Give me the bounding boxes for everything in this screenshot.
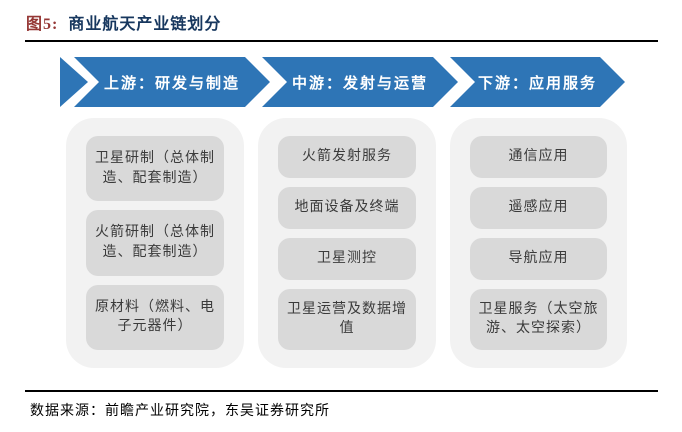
panel-midstream: 火箭发射服务 地面设备及终端 卫星测控 卫星运营及数据增值 (258, 118, 436, 368)
list-item: 导航应用 (470, 237, 607, 280)
list-item: 火箭发射服务 (278, 136, 416, 178)
list-item: 卫星测控 (278, 237, 416, 280)
list-item: 原材料（燃料、电子元器件） (86, 284, 224, 350)
bottom-divider-line (25, 390, 658, 392)
list-item: 火箭研制（总体制造、配套制造） (86, 210, 224, 276)
data-source-note: 数据来源：前瞻产业研究院，东吴证券研究所 (30, 404, 330, 419)
banner-midstream: 中游：发射与运营 (262, 57, 458, 107)
list-item: 地面设备及终端 (278, 186, 416, 229)
banner-upstream: 上游：研发与制造 (74, 57, 270, 107)
panel-upstream: 卫星研制（总体制造、配套制造） 火箭研制（总体制造、配套制造） 原材料（燃料、电… (66, 118, 244, 368)
banner-upstream-label: 上游：研发与制造 (103, 75, 240, 92)
list-item: 遥感应用 (470, 186, 607, 229)
figure-title: 图5: 商业航天产业链划分 (26, 10, 666, 34)
banner-downstream: 下游：应用服务 (450, 57, 625, 107)
list-item: 通信应用 (470, 136, 607, 178)
figure-number-label: 图5: (26, 16, 59, 33)
top-divider-line (25, 40, 658, 42)
list-item: 卫星研制（总体制造、配套制造） (86, 136, 224, 202)
banner-midstream-label: 中游：发射与运营 (291, 75, 428, 92)
banner-downstream-label: 下游：应用服务 (477, 75, 597, 92)
figure-title-text: 商业航天产业链划分 (68, 16, 222, 33)
panel-downstream: 通信应用 遥感应用 导航应用 卫星服务（太空旅游、太空探索） (450, 118, 627, 368)
list-item: 卫星服务（太空旅游、太空探索） (470, 288, 607, 351)
list-item: 卫星运营及数据增值 (278, 288, 416, 351)
